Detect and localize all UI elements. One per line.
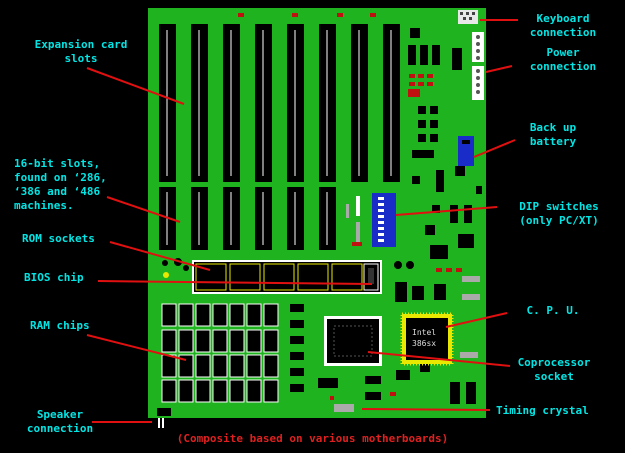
label-timing-crystal: Timing crystal xyxy=(496,404,589,417)
pointer-lines xyxy=(86,19,518,423)
speaker-connector xyxy=(157,408,171,416)
bios-chip xyxy=(363,263,379,291)
label-power: Power connection xyxy=(529,46,597,73)
coprocessor-socket xyxy=(324,316,382,366)
cpu: Intel 386sx xyxy=(400,312,454,366)
cpu-marking-model: 386sx xyxy=(412,339,436,348)
label-speaker: Speaker connection xyxy=(26,408,94,435)
label-battery: Back up battery xyxy=(529,121,577,148)
label-rom-sockets: ROM sockets xyxy=(22,232,95,245)
label-ram-chips: RAM chips xyxy=(30,319,90,332)
label-coprocessor: Coprocessor socket xyxy=(517,356,591,383)
label-dip-switches: DIP switches (only PC/XT) xyxy=(519,200,599,227)
footer-caption: (Composite based on various motherboards… xyxy=(176,432,449,445)
cpu-marking-brand: Intel xyxy=(412,328,436,337)
label-keyboard: Keyboard connection xyxy=(529,12,597,39)
label-cpu: C. P. U. xyxy=(526,304,580,317)
power-connector xyxy=(472,32,484,100)
label-bios-chip: BIOS chip xyxy=(24,271,84,284)
ram-chips xyxy=(161,303,279,403)
dip-switches xyxy=(372,193,396,247)
label-16bit-slots: 16-bit slots, found on ‘286, ‘386 and ‘4… xyxy=(14,157,107,212)
expansion-slots xyxy=(159,24,400,182)
label-expansion-slots: Expansion card slots xyxy=(34,38,128,65)
